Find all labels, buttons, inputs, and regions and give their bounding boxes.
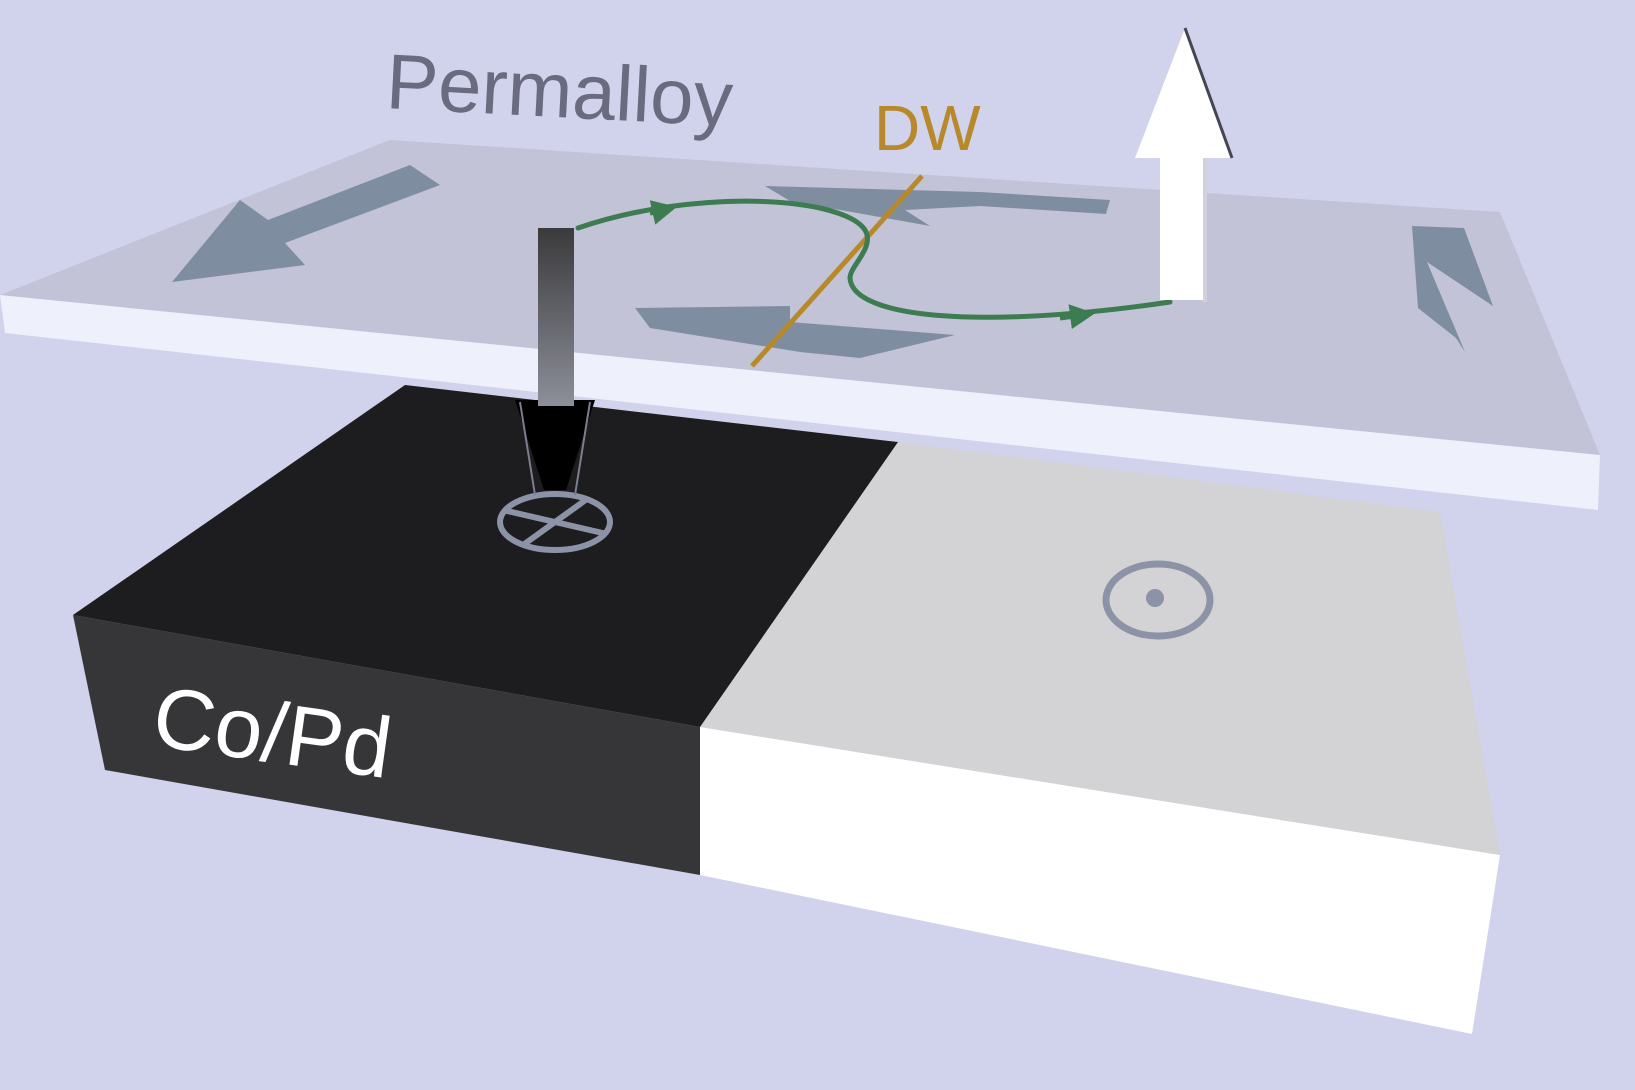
cone-edge-right — [574, 401, 591, 496]
left-magnetization-arrow — [172, 165, 440, 282]
spin-path-arrow-2 — [1059, 304, 1095, 330]
permalloy-front-edge — [0, 295, 1600, 510]
domain-wall-label: DW — [874, 92, 981, 164]
copd-slab — [73, 385, 1500, 1034]
out-of-plane-arrow — [1135, 27, 1234, 302]
stray-field-cone — [515, 400, 595, 490]
domain-lower-arrow — [635, 306, 955, 358]
circle-dot-icon — [1102, 560, 1214, 640]
stray-field-stem — [538, 228, 574, 406]
copd-light-side — [700, 727, 1500, 1034]
copd-black-top — [73, 385, 898, 727]
spin-path-arrow-1 — [649, 200, 677, 225]
circle-cross-icon — [497, 491, 613, 553]
right-magnetization-arrow — [1412, 226, 1493, 352]
spin-path — [575, 198, 1173, 320]
copd-light-top — [700, 442, 1500, 855]
domain-wall-line — [750, 174, 924, 368]
domain-upper-arrow — [765, 186, 1110, 226]
copd-black-side — [73, 615, 700, 875]
permalloy-label: Permalloy — [384, 37, 735, 143]
cone-edge-left — [519, 401, 536, 496]
